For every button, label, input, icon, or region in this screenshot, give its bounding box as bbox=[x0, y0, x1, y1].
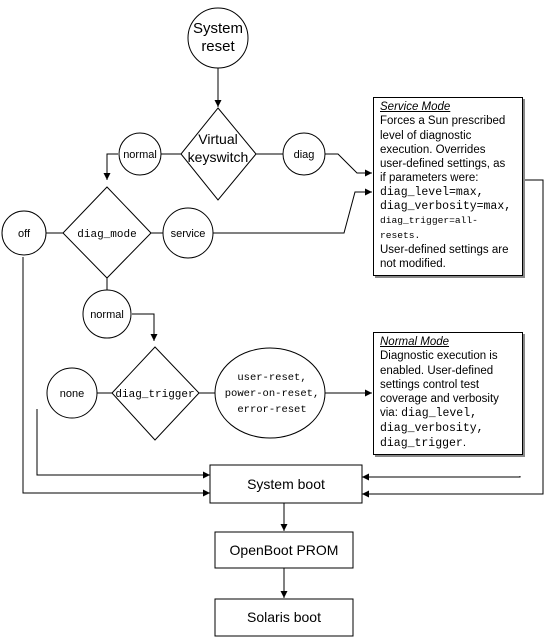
normal-mode-line: Diagnostic execution is bbox=[380, 350, 498, 363]
node-diag: diag bbox=[282, 132, 326, 176]
node-system-reset: System reset bbox=[187, 7, 249, 69]
connector-service-to-service-note bbox=[213, 188, 372, 234]
connector-normal-to-diag-trigger bbox=[132, 313, 158, 341]
normal-mode-note: Normal Mode Diagnostic execution is enab… bbox=[373, 332, 523, 456]
node-none: none bbox=[46, 367, 98, 419]
service-mode-footer: not modified. bbox=[380, 258, 446, 271]
node-system-boot: System boot bbox=[209, 464, 363, 504]
normal-mode-param: diag_verbosity, bbox=[380, 421, 484, 435]
normal-mode-period: . bbox=[462, 437, 467, 450]
normal-mode-line: coverage and verbosity bbox=[380, 393, 499, 406]
normal-keyswitch-label: normal bbox=[123, 149, 157, 161]
diag-mode-label: diag_mode bbox=[77, 229, 136, 241]
service-mode-title: Service Mode bbox=[380, 101, 451, 113]
service-mode-line: level of diagnostic bbox=[380, 129, 472, 142]
service-mode-param-trigger: diag_trigger=all-resets. bbox=[380, 215, 478, 241]
service-label: service bbox=[171, 228, 206, 240]
connector-off-to-system-boot bbox=[22, 257, 210, 497]
system-reset-label-line1: System bbox=[193, 20, 243, 37]
service-mode-line: user-defined settings, as bbox=[380, 158, 506, 171]
system-boot-label: System boot bbox=[247, 476, 325, 492]
none-label: none bbox=[60, 388, 84, 400]
keyswitch-label-line1: Virtual bbox=[198, 131, 237, 147]
service-mode-line: Forces a Sun prescribed bbox=[380, 115, 506, 128]
normal-mode-via: via: bbox=[380, 407, 402, 420]
off-label: off bbox=[18, 228, 31, 240]
diag-trigger-label: diag_trigger bbox=[115, 389, 194, 401]
node-diag-trigger: diag_trigger bbox=[111, 346, 200, 441]
node-trigger-values: user-reset, power-on-reset, error-reset bbox=[214, 347, 326, 439]
trigger-value-user-reset: user-reset, bbox=[237, 372, 306, 384]
service-mode-param: diag_verbosity=max, bbox=[380, 200, 512, 214]
solaris-boot-label: Solaris boot bbox=[247, 609, 321, 625]
connector-service-note-to-system-boot bbox=[362, 179, 544, 498]
diag-label: diag bbox=[294, 149, 315, 161]
normal-mode-line: enabled. User-defined bbox=[380, 364, 494, 377]
connectors bbox=[22, 68, 544, 598]
node-diag-mode: diag_mode bbox=[62, 186, 152, 279]
service-mode-line: execution. Overrides bbox=[380, 143, 486, 156]
node-virtual-keyswitch: Virtual keyswitch bbox=[180, 107, 257, 201]
node-service: service bbox=[162, 207, 214, 259]
normal-diag-mode-label: normal bbox=[90, 309, 124, 321]
node-normal-diag-mode: normal bbox=[82, 289, 132, 339]
node-off: off bbox=[1, 210, 47, 256]
trigger-value-power-on-reset: power-on-reset, bbox=[225, 388, 320, 400]
normal-mode-line: settings control test bbox=[380, 378, 480, 391]
system-reset-label-line2: reset bbox=[201, 38, 235, 55]
connector-normal-note-to-system-boot bbox=[362, 473, 521, 481]
service-mode-param: diag_level=max, bbox=[380, 185, 484, 199]
service-mode-line: if parameters were: bbox=[380, 172, 479, 185]
connector-none-to-system-boot bbox=[36, 409, 210, 479]
service-mode-note: Service Mode Forces a Sun prescribed lev… bbox=[373, 97, 523, 276]
service-mode-footer: User-defined settings are bbox=[380, 243, 509, 256]
node-normal-keyswitch: normal bbox=[118, 132, 162, 176]
trigger-value-error-reset: error-reset bbox=[237, 404, 306, 416]
normal-mode-title: Normal Mode bbox=[380, 336, 450, 348]
normal-mode-param: diag_trigger bbox=[380, 437, 463, 451]
connector-diag-to-service-note bbox=[325, 153, 372, 177]
connector-normal-to-diag-mode bbox=[103, 153, 118, 180]
normal-mode-last-line: diag_trigger. bbox=[380, 436, 516, 451]
normal-mode-via-line: via: diag_level, bbox=[380, 406, 516, 421]
normal-mode-param: diag_level, bbox=[401, 407, 478, 421]
keyswitch-label-line2: keyswitch bbox=[188, 149, 249, 165]
node-openboot-prom: OpenBoot PROM bbox=[214, 531, 354, 569]
node-solaris-boot: Solaris boot bbox=[214, 598, 354, 637]
openboot-prom-label: OpenBoot PROM bbox=[230, 542, 339, 558]
